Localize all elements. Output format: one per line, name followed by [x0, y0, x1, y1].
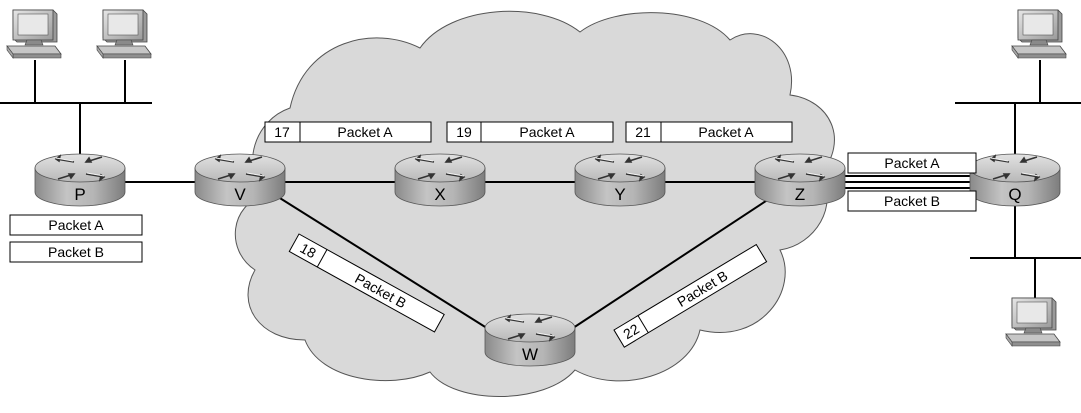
mpls-label: 21: [635, 124, 651, 140]
packet-box-zq-a: Packet A: [847, 152, 977, 174]
packet-box-p-a: Packet A: [9, 214, 143, 236]
router-y[interactable]: Y: [574, 153, 666, 207]
packet-label: Packet A: [48, 217, 104, 233]
computer-icon: [96, 9, 152, 59]
packet-box-zq-b: Packet B: [847, 190, 977, 212]
router-v[interactable]: V: [194, 153, 286, 207]
router-x[interactable]: X: [394, 153, 486, 207]
router-w[interactable]: W: [484, 313, 576, 367]
packet-label: Packet A: [884, 155, 940, 171]
computer-icon: [6, 9, 62, 59]
router-links: [112, 175, 985, 331]
mpls-label: 18: [297, 240, 319, 262]
computer-icon: [1005, 297, 1061, 347]
router-label: Z: [795, 185, 805, 204]
mpls-label: 22: [620, 320, 642, 342]
mpls-label: 19: [456, 124, 472, 140]
packet-label: Packet A: [519, 124, 575, 140]
packet-box-p-b: Packet B: [9, 241, 143, 263]
left-lan: [0, 60, 152, 158]
packet-label: Packet A: [337, 124, 393, 140]
router-q[interactable]: Q: [969, 153, 1061, 207]
labeled-packet-vx: 17 Packet A: [264, 121, 432, 143]
packet-label: Packet B: [884, 193, 940, 209]
packet-label: Packet B: [48, 244, 104, 260]
labeled-packet-xy: 19 Packet A: [446, 121, 614, 143]
labeled-packet-yz: 21 Packet A: [625, 121, 793, 143]
router-z[interactable]: Z: [754, 153, 846, 207]
router-label: X: [434, 185, 445, 204]
router-label: Y: [614, 185, 625, 204]
router-label: P: [74, 185, 85, 204]
computer-icon: [1011, 9, 1067, 59]
packet-label: Packet A: [698, 124, 754, 140]
right-lan: [955, 60, 1081, 300]
router-label: W: [522, 345, 538, 364]
router-label: V: [234, 185, 246, 204]
router-p[interactable]: P: [34, 153, 126, 207]
mpls-label: 17: [274, 124, 290, 140]
router-label: Q: [1008, 185, 1021, 204]
